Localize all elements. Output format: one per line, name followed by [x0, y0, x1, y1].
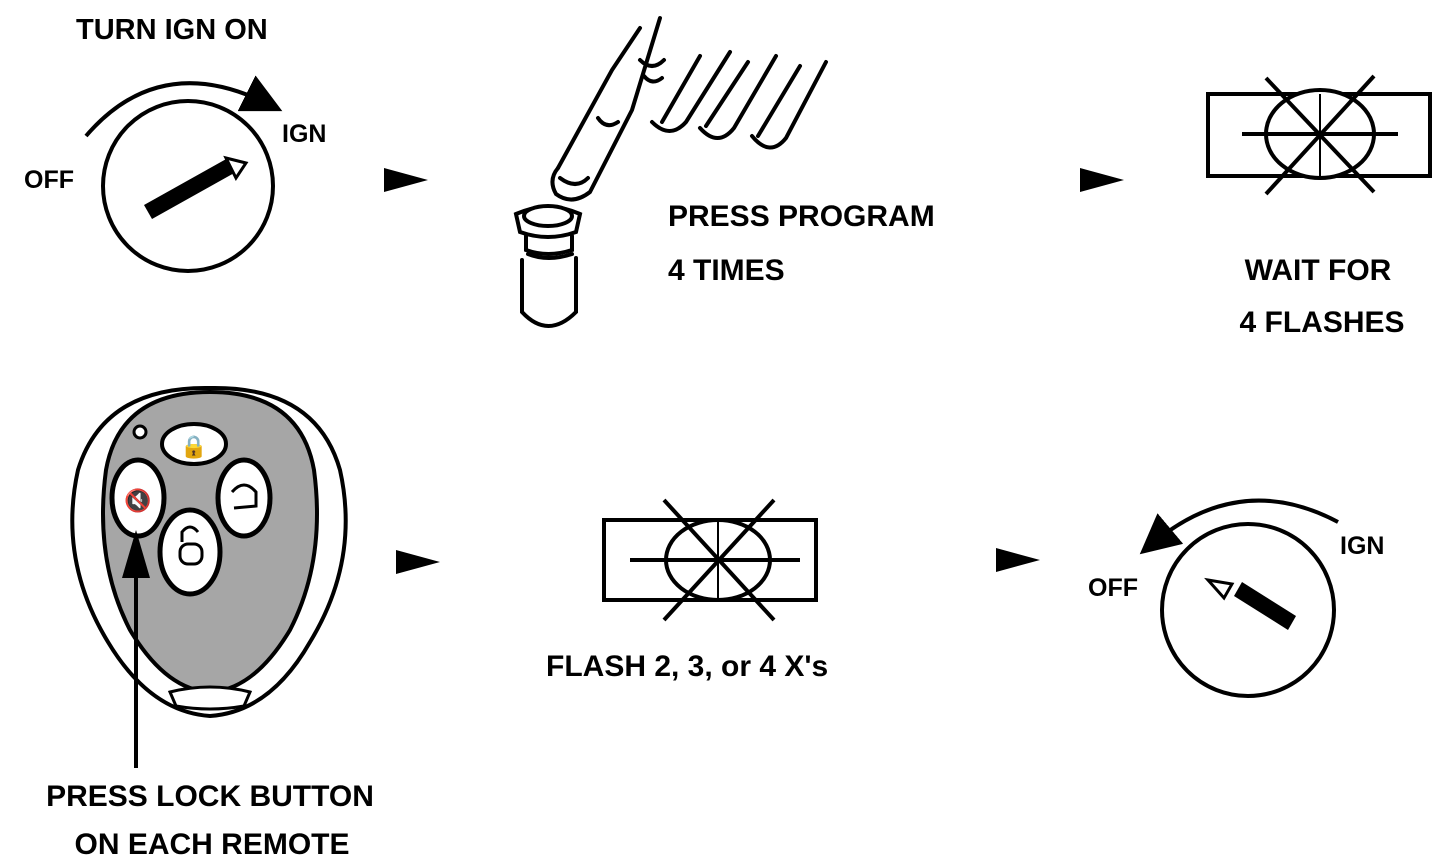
- step6-ign-label: IGN: [1340, 532, 1385, 560]
- right-arrow-icon: [996, 548, 1040, 572]
- step1-off-label: OFF: [24, 166, 74, 194]
- step3-line2: 4 FLASHES: [1239, 306, 1405, 339]
- step2-line2: 4 TIMES: [668, 254, 785, 287]
- svg-text:🔒: 🔒: [180, 434, 207, 459]
- ignition-key-on-icon: [84, 75, 283, 273]
- step5-caption: FLASH 2, 3, or 4 X's: [546, 650, 829, 683]
- right-arrow-icon: [1080, 168, 1124, 192]
- step3-line1: WAIT FOR: [1244, 254, 1392, 287]
- step1-title: TURN IGN ON: [76, 14, 268, 46]
- right-arrow-icon: [396, 550, 440, 574]
- step1-ign-label: IGN: [282, 120, 327, 148]
- right-arrow-icon: [384, 168, 428, 192]
- flashing-light-icon: [1206, 74, 1432, 196]
- svg-text:🔇: 🔇: [124, 488, 151, 513]
- step4-line2: ON EACH REMOTE: [74, 828, 350, 861]
- step6-off-label: OFF: [1088, 574, 1138, 602]
- step4-line1: PRESS LOCK BUTTON: [46, 780, 374, 813]
- finger-press-icon: [513, 16, 828, 328]
- key-fob-remote-icon: 🔒 🔇: [70, 385, 348, 768]
- flashing-light-icon: [602, 498, 818, 622]
- step2-line1: PRESS PROGRAM: [668, 200, 935, 233]
- ignition-key-off-icon: [1139, 498, 1339, 698]
